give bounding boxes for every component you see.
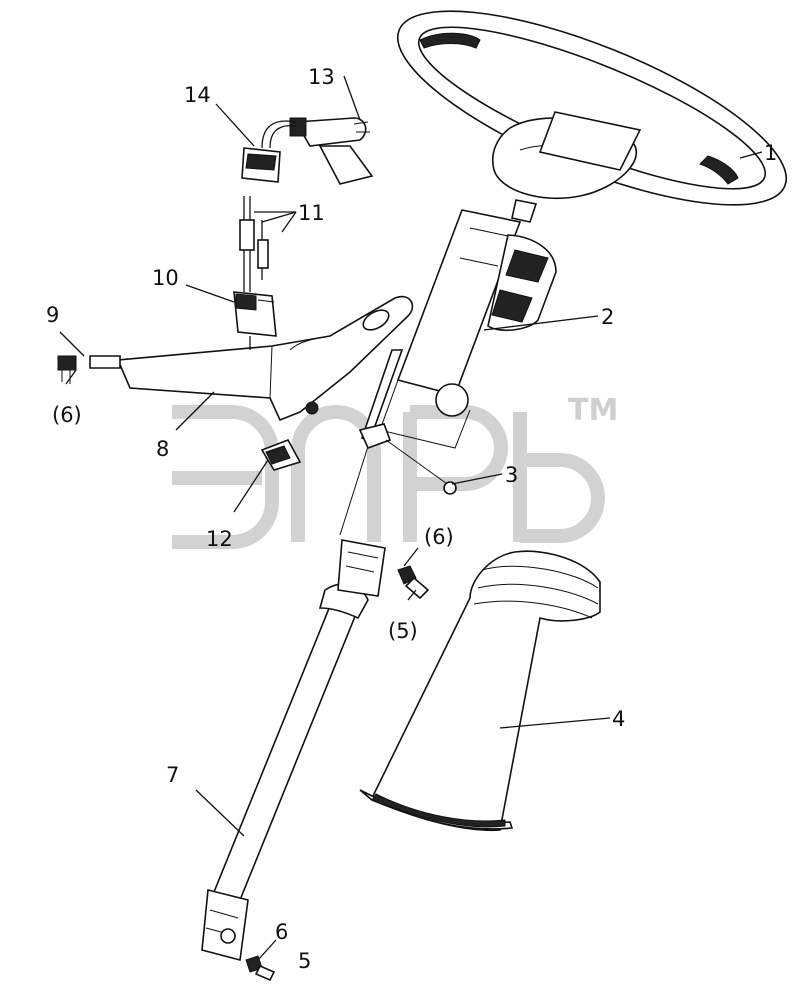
callout-13: 13 xyxy=(308,65,335,89)
bolt-upper xyxy=(397,565,430,600)
callout-3: 3 xyxy=(505,463,518,487)
column-part-2 xyxy=(339,209,557,536)
fastener-part-9 xyxy=(57,355,77,384)
watermark-tm: TM xyxy=(568,393,618,428)
bolt-lower xyxy=(245,955,276,982)
callout-8: 8 xyxy=(156,437,169,461)
leader-lines xyxy=(59,75,763,961)
callout-10: 10 xyxy=(152,266,179,290)
watermark-logo: TM xyxy=(172,393,618,549)
callout-7: 7 xyxy=(166,763,179,787)
bracket-part-8 xyxy=(89,295,414,422)
combination-switch-part-13 xyxy=(289,117,374,185)
wires-part-11 xyxy=(239,196,269,350)
callout-labels: 1 2 3 4 (5) 5 (6) (6) 6 7 8 9 10 11 12 1… xyxy=(46,65,777,973)
callout-2: 2 xyxy=(601,305,614,329)
boot-part-4 xyxy=(359,550,601,832)
callout-6-paren-left: (6) xyxy=(52,403,82,427)
callout-6: 6 xyxy=(275,920,288,944)
callout-14: 14 xyxy=(184,83,211,107)
stay-part-3 xyxy=(358,423,457,495)
shaft-part-7 xyxy=(201,539,386,962)
clip-part-12 xyxy=(260,439,302,471)
callout-5-paren: (5) xyxy=(388,619,418,643)
callout-4: 4 xyxy=(612,707,625,731)
callout-11: 11 xyxy=(298,201,325,225)
steering-wheel-part-1 xyxy=(396,10,788,223)
callout-5: 5 xyxy=(298,949,311,973)
callout-1: 1 xyxy=(764,141,777,165)
callout-9: 9 xyxy=(46,303,59,327)
switch-part-10 xyxy=(233,291,277,337)
connector-part-14 xyxy=(241,120,297,183)
callout-12: 12 xyxy=(206,527,233,551)
callout-6-paren-right: (6) xyxy=(424,525,454,549)
